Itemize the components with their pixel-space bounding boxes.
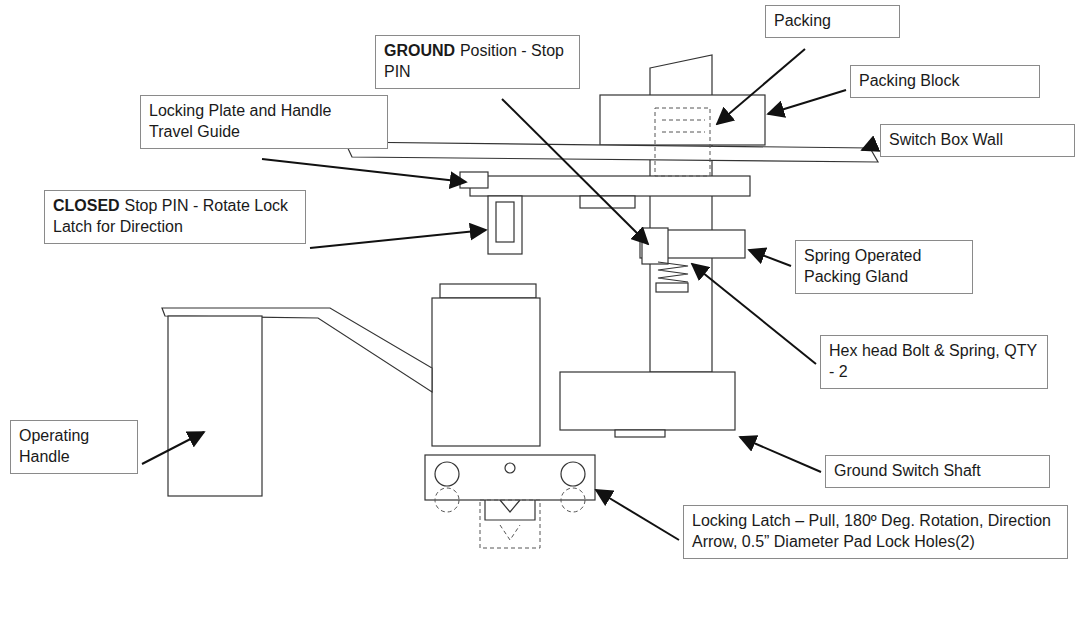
callout-text: Operating Handle: [19, 427, 89, 465]
latch-hidden: [480, 500, 540, 548]
plate-end: [460, 172, 488, 188]
callout-text: Locking Plate and Handle Travel Guide: [149, 102, 331, 140]
callout-text: Ground Switch Shaft: [834, 462, 981, 479]
leader-line: [862, 144, 876, 150]
latch-hidden: [435, 488, 459, 512]
callout-box: Hex head Bolt & Spring, QTY - 2: [820, 335, 1048, 389]
callout-box: Locking Plate and Handle Travel Guide: [140, 95, 388, 149]
closed-stop-pin: [488, 196, 522, 254]
callout-box: Switch Box Wall: [880, 124, 1075, 157]
closed-stop-pin-inner: [496, 202, 514, 242]
callout-text: Switch Box Wall: [889, 131, 1003, 148]
callout-text: Hex head Bolt & Spring, QTY - 2: [829, 342, 1037, 380]
callout-text: Locking Latch – Pull, 180º Deg. Rotation…: [692, 512, 1051, 550]
callout-box: Locking Latch – Pull, 180º Deg. Rotation…: [683, 505, 1068, 559]
callout-box: Packing Block: [850, 65, 1040, 98]
latch-body: [425, 455, 595, 500]
callout-box: CLOSEDStop PIN - Rotate Lock Latch for D…: [44, 190, 306, 244]
spring-symbol: [658, 262, 688, 282]
callout-box: Ground Switch Shaft: [825, 455, 1050, 488]
callout-text: Packing: [774, 12, 831, 29]
leader-line: [502, 99, 648, 244]
column-body: [432, 298, 540, 446]
leader-line: [596, 490, 679, 540]
callout-box: GROUNDPosition - Stop PIN: [375, 35, 580, 89]
callout-text: Packing Block: [859, 72, 960, 89]
packing-hidden: [662, 120, 705, 121]
locking-plate-shape: [470, 176, 750, 196]
leader-line: [717, 49, 805, 124]
callout-box: Packing: [765, 5, 900, 38]
latch-hidden: [561, 488, 585, 512]
ground-stop-pin: [642, 228, 668, 264]
shaft-hub: [560, 372, 735, 430]
leader-line: [740, 437, 821, 472]
callout-text: Spring Operated Packing Gland: [804, 247, 921, 285]
plate-tab: [580, 196, 635, 208]
leader-line: [262, 159, 466, 182]
switch-box-wall-shape: [345, 142, 878, 162]
shaft-end: [615, 430, 665, 437]
packing-hidden: [655, 108, 710, 176]
pad-lock-hole: [435, 462, 459, 486]
packing-block-shape: [600, 95, 765, 145]
pad-lock-hole: [561, 462, 585, 486]
leader-line: [749, 250, 791, 266]
packing-hidden: [662, 132, 705, 133]
leader-line: [768, 90, 846, 114]
callout-box: Spring Operated Packing Gland: [795, 240, 973, 294]
handle-grip: [168, 316, 262, 496]
callout-text: GROUND: [384, 42, 455, 59]
latch-pull: [485, 500, 535, 520]
bolt-head: [656, 283, 688, 292]
leader-line: [142, 432, 204, 464]
latch-hidden: [500, 525, 520, 540]
column-collar: [440, 284, 536, 298]
callout-text: CLOSED: [53, 197, 120, 214]
leader-line: [310, 230, 486, 248]
latch-pin: [505, 463, 515, 473]
callout-box: Operating Handle: [10, 420, 138, 474]
